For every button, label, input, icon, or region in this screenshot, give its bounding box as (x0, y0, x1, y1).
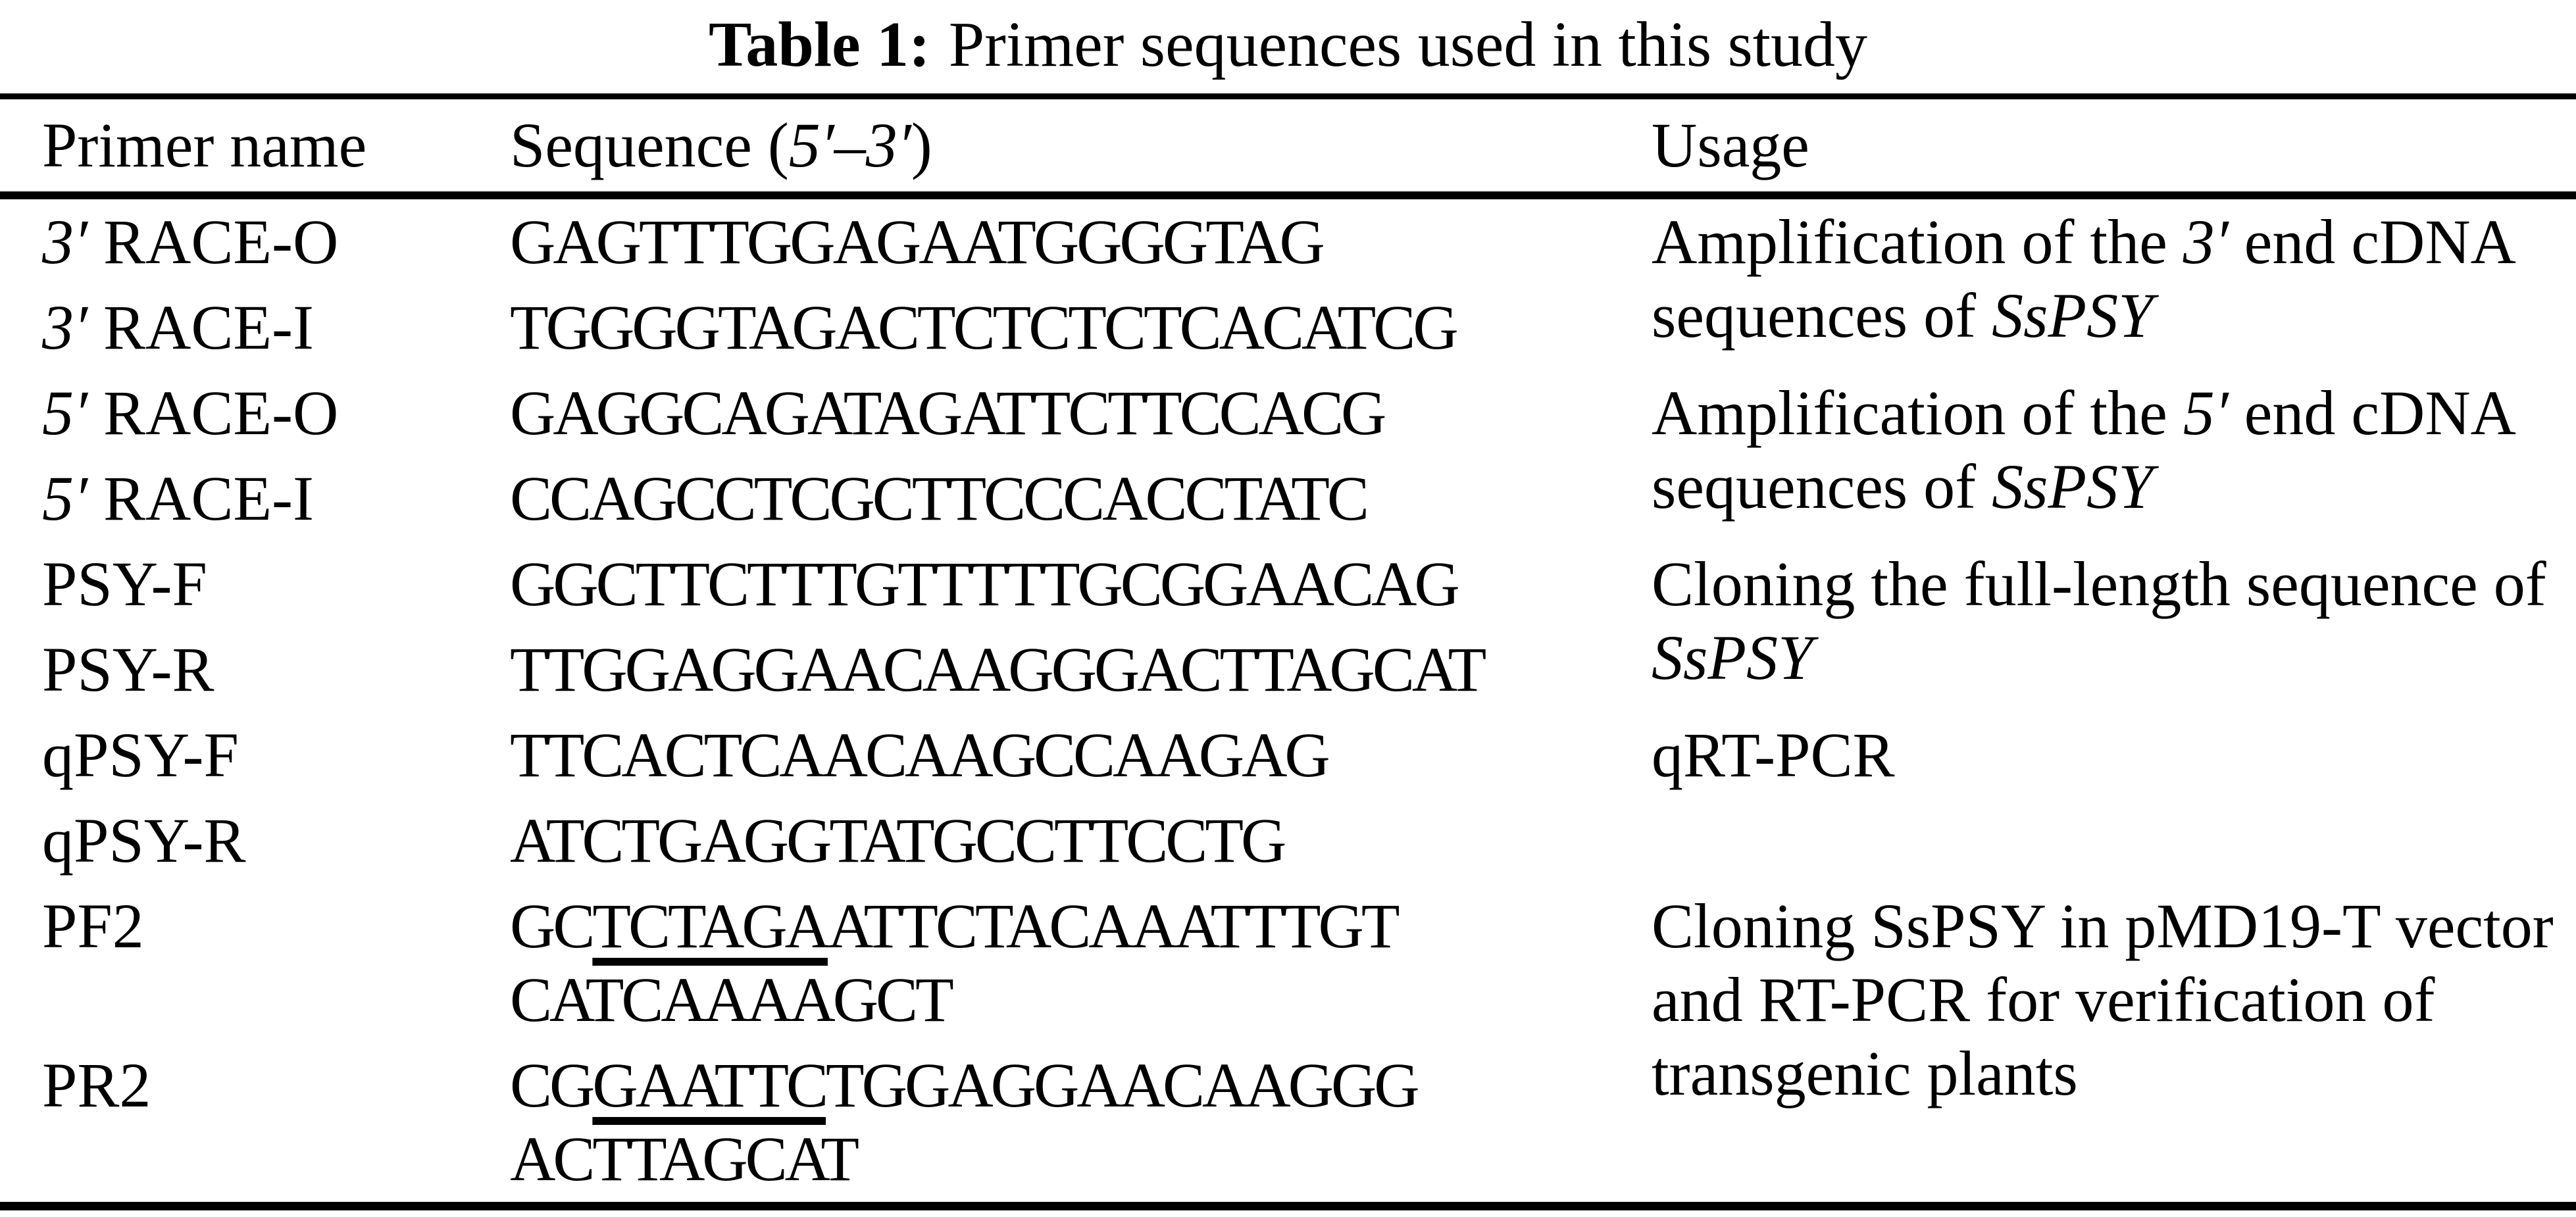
table-caption-label: Table 1: (708, 9, 930, 80)
primer-name-cell: PR2 (0, 1043, 510, 1206)
sequence-cell: TGGGGTAGACTCTCTCTCACATCG (510, 285, 1652, 370)
sequence-text: CGGAATTCTGGAGGAACAAGGG (510, 1050, 1420, 1120)
usage-line-2: sequences of SsPSY (1652, 451, 2154, 522)
header-sequence: Sequence (5′–3′) (510, 96, 1652, 199)
sequence-text: TTCACTCAACAAGCCAAGAG (510, 720, 1330, 790)
primer-name-cell: 3′ RACE-I (0, 285, 510, 370)
usage-cell: Amplification of the 5′ end cDNA sequenc… (1652, 370, 2576, 541)
header-primer-name: Primer name (0, 96, 510, 199)
sequence-text: TTGGAGGAACAAGGGACTTAGCAT (510, 634, 1486, 705)
table-row: PSY-R TTGGAGGAACAAGGGACTTAGCAT (0, 627, 2576, 712)
primer-name-cell: 5′ RACE-I (0, 456, 510, 541)
primer-name-cell: PSY-F (0, 541, 510, 627)
table-row: qPSY-F TTCACTCAACAAGCCAAGAG qRT-PCR (0, 712, 2576, 798)
usage-line-2: sequences of SsPSY (1652, 280, 2154, 351)
usage-line-1: Amplification of the 3′ end cDNA (1652, 207, 2516, 277)
sequence-text: ATCTGAGGTATGCCTTCCTG (510, 805, 1286, 876)
sequence-text: GGCTTCTTTGTTTTTGCGGAACAG (510, 549, 1460, 619)
sequence-text: GAGTTTGGAGAATGGGGTAG (510, 207, 1325, 277)
table-row: 3′ RACE-O GAGTTTGGAGAATGGGGTAG Amplifica… (0, 195, 2576, 351)
primer-name-cell: 3′ RACE-O (0, 195, 510, 285)
primer-name-text: qPSY-F (42, 720, 239, 790)
sequence-cell: GCTCTAGAATTCTACAAATTTGT CATCAAAAGCT (510, 883, 1652, 1043)
table-row: 5′ RACE-O GAGGCAGATAGATTCTTCCACG Amplifi… (0, 370, 2576, 522)
sequence-cell: TTCACTCAACAAGCCAAGAG (510, 712, 1652, 798)
table-row: qPSY-R ATCTGAGGTATGCCTTCCTG (0, 798, 2576, 883)
restriction-site-ecori: GAATTC (592, 1050, 828, 1120)
usage-line-2: and RT-PCR for verification of (1652, 964, 2435, 1035)
table-row: PF2 GCTCTAGAATTCTACAAATTTGT CATCAAAAGCT … (0, 883, 2576, 1108)
table-row: PR2 CGGAATTCTGGAGGAACAAGGG ACTTAGCAT (0, 1043, 2576, 1206)
usage-line-2: SsPSY (1652, 621, 2576, 695)
prime-number: 3′ (2183, 207, 2229, 277)
restriction-site-xbai: TCTAGA (592, 891, 830, 961)
primer-name-text: PSY-F (42, 549, 207, 619)
sequence-cell: TTGGAGGAACAAGGGACTTAGCAT (510, 627, 1652, 712)
primer-name-text: qPSY-R (42, 805, 246, 876)
primer-prime: 3′ (42, 292, 88, 362)
sequence-cell: ATCTGAGGTATGCCTTCCTG (510, 798, 1652, 883)
primer-name-text: PR2 (42, 1050, 151, 1120)
primer-name-cell: PF2 (0, 883, 510, 1043)
table-row: 5′ RACE-I CCAGCCTCGCTTCCCACCTATC (0, 456, 2576, 541)
primer-name-text: PSY-R (42, 634, 215, 705)
header-usage: Usage (1652, 96, 2576, 199)
primer-name-cell: 5′ RACE-O (0, 370, 510, 456)
sequence-text: CCAGCCTCGCTTCCCACCTATC (510, 463, 1369, 534)
primer-name-cell: PSY-R (0, 627, 510, 712)
prime-number: 5′ (2183, 378, 2229, 448)
usage-cell: Amplification of the 3′ end cDNA sequenc… (1652, 195, 2576, 370)
primer-name-text: RACE-I (88, 292, 314, 362)
header-row: Primer name Sequence (5′–3′) Usage (0, 96, 2576, 199)
usage-cell: qRT-PCR (1652, 712, 2576, 883)
primer-sequences-table: Primer name Sequence (5′–3′) Usage 3′ RA… (0, 93, 2576, 1210)
sequence-cell: CCAGCCTCGCTTCCCACCTATC (510, 456, 1652, 541)
primer-name-text: RACE-O (88, 378, 339, 448)
usage-cell: Cloning SsPSY in pMD19-T vector and RT-P… (1652, 883, 2576, 1206)
gene-name: SsPSY (1992, 280, 2154, 351)
usage-line-3: transgenic plants (1652, 1038, 2078, 1108)
header-sequence-range: 5′–3′ (788, 110, 911, 180)
primer-name-cell: qPSY-F (0, 712, 510, 798)
primer-name-cell: qPSY-R (0, 798, 510, 883)
table-row: PSY-F GGCTTCTTTGTTTTTGCGGAACAG Cloning t… (0, 541, 2576, 693)
table-row: 3′ RACE-I TGGGGTAGACTCTCTCTCACATCG (0, 285, 2576, 370)
primer-name-text: RACE-O (88, 207, 339, 277)
primer-name-text: PF2 (42, 891, 144, 961)
table-caption: Table 1: Primer sequences used in this st… (0, 0, 2576, 93)
sequence-cell: GGCTTCTTTGTTTTTGCGGAACAG (510, 541, 1652, 627)
usage-line-1: Cloning the full-length sequence of (1652, 549, 2546, 619)
gene-name: SsPSY (1652, 622, 1813, 693)
usage-cell: Cloning the full-length sequence of SsPS… (1652, 541, 2576, 712)
gene-name: SsPSY (1992, 451, 2154, 522)
primer-prime: 3′ (42, 207, 88, 277)
sequence-text-line2: CATCAAAAGCT (510, 964, 954, 1035)
sequence-text-line2: ACTTAGCAT (510, 1124, 859, 1194)
primer-name-text: RACE-I (88, 463, 314, 534)
usage-line-1: Amplification of the 5′ end cDNA (1652, 378, 2516, 448)
sequence-text: TGGGGTAGACTCTCTCTCACATCG (510, 292, 1459, 362)
primer-prime: 5′ (42, 463, 88, 534)
sequence-cell: GAGTTTGGAGAATGGGGTAG (510, 195, 1652, 285)
usage-line-1: Cloning SsPSY in pMD19-T vector (1652, 891, 2554, 961)
sequence-text: GAGGCAGATAGATTCTTCCACG (510, 378, 1386, 448)
sequence-cell: GAGGCAGATAGATTCTTCCACG (510, 370, 1652, 456)
sequence-text: GCTCTAGAATTCTACAAATTTGT (510, 891, 1400, 961)
primer-prime: 5′ (42, 378, 88, 448)
table-caption-text: Primer sequences used in this study (948, 9, 1868, 80)
sequence-cell: CGGAATTCTGGAGGAACAAGGG ACTTAGCAT (510, 1043, 1652, 1206)
usage-line-1: qRT-PCR (1652, 720, 1895, 790)
